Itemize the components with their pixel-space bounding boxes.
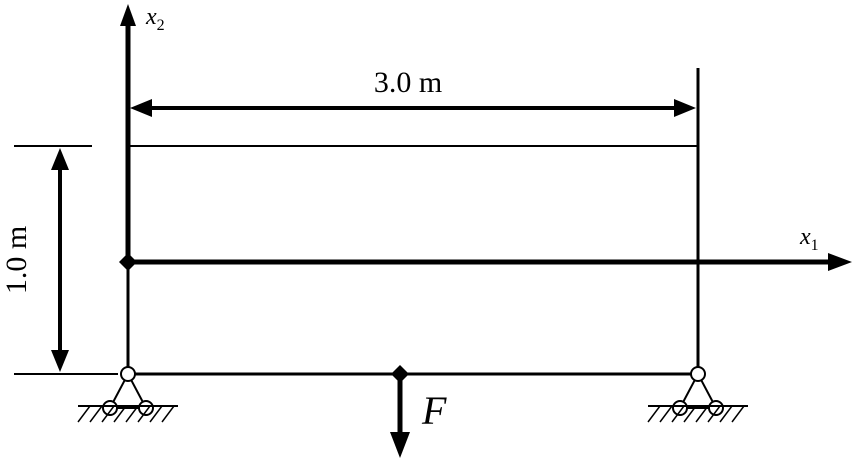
height-dimension-label: 1.0 m [0, 226, 33, 294]
width-dimension: 3.0 m [130, 66, 696, 117]
width-dimension-label: 3.0 m [374, 66, 442, 99]
left-pin-support [77, 366, 178, 423]
x2-axis-label: x2 [145, 4, 165, 34]
right-support-pin-top [690, 366, 706, 382]
x2-axis-arrowhead [120, 4, 136, 26]
force-label: F [421, 388, 447, 433]
force-arrow-head [390, 432, 410, 458]
left-support-pin-top [120, 366, 136, 382]
height-dimension-arrow-top [51, 148, 69, 170]
height-dimension-arrow-bottom [51, 350, 69, 372]
right-support-pin-right [708, 400, 724, 416]
beam-outline [126, 68, 700, 376]
x1-axis: x1 [128, 224, 852, 271]
force-application-marker [391, 365, 409, 383]
right-pin-support [647, 366, 748, 423]
width-dimension-arrow-left [130, 99, 152, 117]
left-support-pin-left [102, 400, 118, 416]
height-dimension: 1.0 m [0, 145, 118, 375]
width-dimension-arrow-right [674, 99, 696, 117]
x1-axis-arrowhead [828, 253, 852, 271]
x2-axis: x2 [120, 4, 165, 262]
right-support-pin-left [672, 400, 688, 416]
x1-axis-label: x1 [799, 224, 819, 254]
origin-marker [119, 253, 137, 271]
left-support-pin-right [138, 400, 154, 416]
force-load: F [390, 365, 447, 458]
